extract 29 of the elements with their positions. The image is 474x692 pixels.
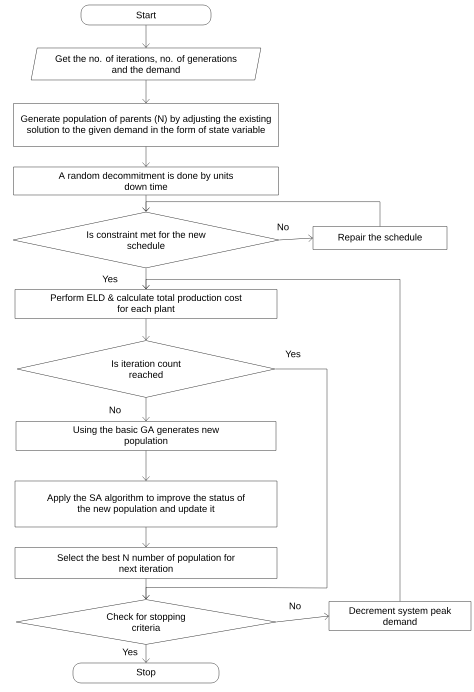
arrow: [142, 527, 150, 548]
edge-label: Yes: [121, 648, 139, 656]
edge-label: No: [288, 602, 302, 610]
process-box: Select the best N number of population for next iteration: [14, 547, 278, 579]
arrow: [142, 80, 150, 104]
process-box: Repair the schedule: [312, 226, 448, 250]
arrow: [142, 450, 150, 481]
process-box: A random decommitment is done by units down time: [13, 166, 279, 196]
process-box: Apply the SA algorithm to improve the status of the new population and update it: [14, 480, 278, 528]
arrow: [276, 612, 329, 622]
process-box: Decrement system peak demand: [328, 601, 472, 631]
arrow: [142, 279, 400, 602]
edge-label: No: [108, 406, 122, 414]
arrow: [279, 234, 313, 242]
process-box: Generate population of parents (N) by adjusting the existing solution to the given demand in the form of state variable: [13, 103, 279, 147]
arrow: [142, 398, 150, 422]
edge-label: Yes: [284, 350, 302, 358]
arrow: [142, 146, 150, 167]
process-box: Using the basic GA generates new population: [16, 421, 276, 451]
arrow: [142, 25, 150, 48]
input-parallelogram: Get the no. of iterations, no. of generations and the demand: [30, 48, 262, 80]
arrow: [142, 318, 150, 340]
start-terminal: Start: [80, 4, 212, 26]
stop-terminal: Stop: [72, 662, 220, 684]
arrow: [142, 578, 150, 600]
arrow: [142, 644, 150, 663]
edge-label: Yes: [101, 274, 119, 284]
arrow: [142, 202, 380, 226]
process-box: Perform ELD & calculate total production cost for each plant: [14, 289, 278, 319]
